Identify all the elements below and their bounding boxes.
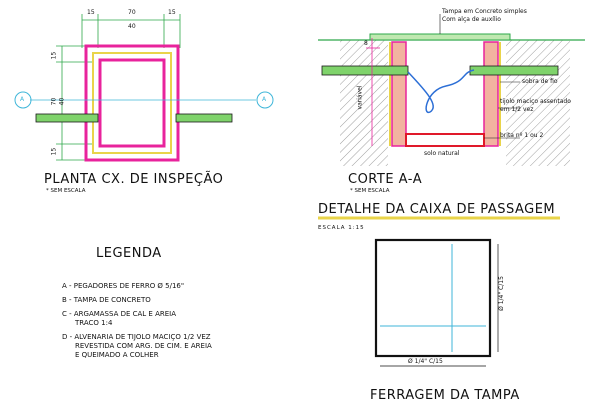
legenda-item: E QUEIMADO A COLHER <box>75 351 159 359</box>
section-marker-label-left: A <box>20 96 25 103</box>
corte-dim-variable: variável <box>356 85 364 110</box>
brick-wall-right <box>483 41 499 147</box>
annotation-wire: sobra de fio <box>522 78 558 85</box>
planta-plan-view <box>14 14 274 162</box>
planta-dim-left-bottom: 15 <box>50 147 58 156</box>
legenda-list: A - PEGADORES DE FERRO Ø 5/16" B - TAMPA… <box>62 282 212 360</box>
legenda-item: B - TAMPA DE CONCRETO <box>62 296 151 304</box>
annotation-handle: Com alça de auxílio <box>442 16 501 23</box>
planta-title: PLANTA CX. DE INSPEÇÃO <box>44 172 224 187</box>
corte-dim-top: 8 <box>364 40 368 47</box>
planta-dim-inner: 40 <box>128 23 136 30</box>
legenda-title: LEGENDA <box>96 246 162 261</box>
legenda-item: TRACO 1:4 <box>75 319 113 327</box>
corte-title: CORTE A-A <box>348 172 423 187</box>
section-marker-left <box>14 91 32 109</box>
annotation-brick2: em 1/2 vez <box>500 106 534 113</box>
ferragem-title: FERRAGEM DA TAMPA <box>370 388 520 403</box>
lid-outline <box>374 238 492 358</box>
corte-section-view <box>318 14 585 166</box>
planta-dim-top-mid: 70 <box>128 9 136 16</box>
legenda-item: C - ARGAMASSA DE CAL E AREIA <box>62 310 177 318</box>
corte-subtitle: * SEM ESCALA <box>350 188 390 194</box>
ferragem-dim-right: Ø 1/4" C/15 <box>497 276 505 311</box>
section-marker-right <box>256 91 274 109</box>
wire-loop <box>407 69 475 113</box>
legenda-item: D - ALVENARIA DE TIJOLO MACIÇO 1/2 VEZ <box>62 333 211 341</box>
planta-dim-left-top: 15 <box>50 51 58 60</box>
gravel-bed <box>405 133 485 147</box>
ferragem-lid-reinforcement <box>374 238 499 367</box>
legenda-item: A - PEGADORES DE FERRO Ø 5/16" <box>62 282 185 290</box>
detalhe-title: DETALHE DA CAIXA DE PASSAGEM <box>318 202 556 217</box>
planta-dim-top-right: 15 <box>168 9 176 16</box>
section-marker-label-right: A <box>262 96 267 103</box>
annotation-soil: solo natural <box>424 150 460 157</box>
concrete-lid <box>369 33 511 41</box>
planta-subtitle: * SEM ESCALA <box>46 188 86 194</box>
annotation-lid: Tampa em Concreto simples <box>442 8 527 15</box>
planta-dim-top-left: 15 <box>87 9 95 16</box>
planta-dim-left-mid: 70 <box>50 97 58 106</box>
planta-dim-inner-left: 40 <box>58 97 66 106</box>
annotation-gravel: brita nº 1 ou 2 <box>500 132 544 139</box>
planta-pipe-right <box>175 113 233 123</box>
planta-inner-wall <box>98 58 166 148</box>
corte-pipe-right <box>469 65 559 76</box>
brick-wall-left <box>391 41 407 147</box>
ferragem-dim-bottom: Ø 1/4" C/15 <box>408 358 443 365</box>
annotation-brick: tijolo maciço assentado <box>500 98 571 105</box>
planta-outer-wall <box>84 44 180 162</box>
planta-pipe-left <box>35 113 99 123</box>
detalhe-scale: ESCALA 1:15 <box>318 225 365 231</box>
corte-pipe-left <box>321 65 409 76</box>
legenda-item: REVESTIDA COM ARG. DE CIM. E AREIA <box>75 342 212 350</box>
planta-mortar-line <box>92 52 172 154</box>
